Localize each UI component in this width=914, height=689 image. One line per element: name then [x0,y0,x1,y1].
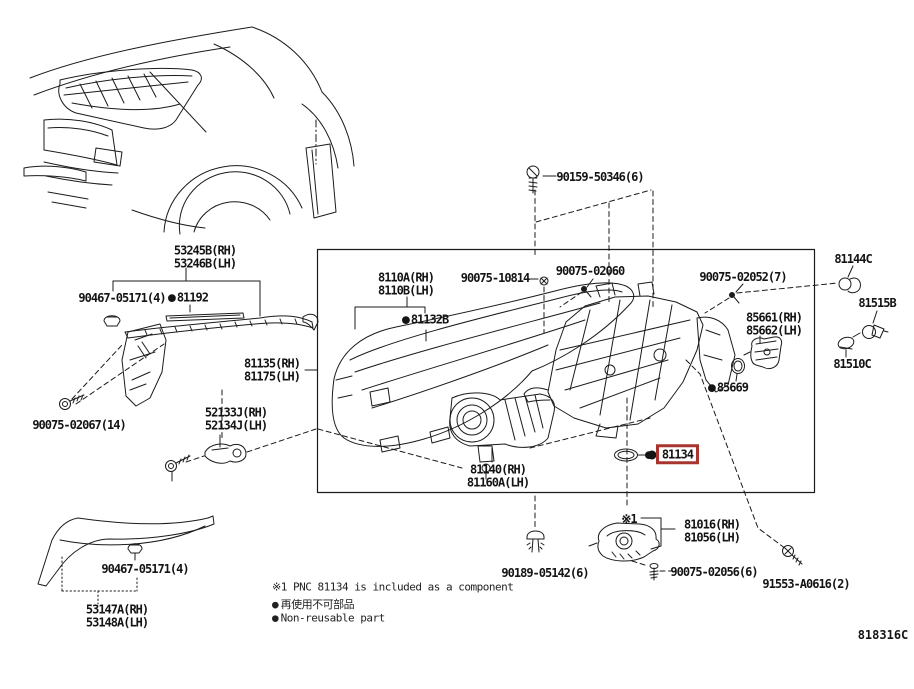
clip-icon-90189 [526,530,545,553]
part-callout-53245b[interactable]: 53245B(RH) 53246B(LH) [173,243,237,270]
part-callout-81016[interactable]: 81016(RH) 81056(LH) [683,517,741,544]
part-callout-81510c[interactable]: 81510C [833,356,871,371]
highlighted-part-number: 81134 [655,444,699,465]
non-reusable-bullet-icon: ● [272,611,279,625]
part-callout-90189-05142[interactable]: 90189-05142(6) [501,565,589,580]
non-reusable-bullet-icon: ● [645,447,653,463]
retainer-bracket-drawing [121,312,319,407]
part-callout-52133j[interactable]: 52133J(RH) 52134J(LH) [204,405,268,432]
oring-81134-drawing [614,448,638,462]
part-callout-81515b[interactable]: 81515B [858,295,896,310]
headlamp-housing-drawing [523,281,736,439]
part-callout-81192[interactable]: ●81192 [168,290,209,306]
clamp-drawing [204,443,247,464]
part-callout-91553-a0616[interactable]: 91553-A0616(2) [762,576,850,591]
legend-note-component: ※1 PNC 81134 is included as a component [272,580,514,594]
screw-icon-02067-14 [59,394,85,410]
ecu-drawing [588,522,660,562]
part-callout-8110a[interactable]: 8110A(RH) 8110B(LH) [377,270,435,297]
part-callout-90075-02060[interactable]: 90075-02060 [555,263,625,278]
part-callout-81135[interactable]: 81135(RH) 81175(LH) [243,356,301,383]
ref-marker-1: ※1 [621,511,637,526]
car-illustration [23,26,355,235]
bulb-socket-drawings [837,277,889,350]
main-box [316,248,816,494]
part-callout-90075-10814[interactable]: 90075-10814 [460,270,530,285]
part-callout-53147a[interactable]: 53147A(RH) 53148A(LH) [85,602,149,629]
part-callout-90467-bottom[interactable]: 90467-05171(4) [101,561,189,576]
part-callout-90075-02056[interactable]: 90075-02056(6) [670,564,758,579]
part-callout-90075-02067-14[interactable]: 90075-02067(14) [32,417,126,432]
non-reusable-bullet-icon: ● [168,290,176,306]
leveling-motor-drawing [731,336,783,374]
fog-lamp-drawing [449,392,555,480]
part-callout-81144c[interactable]: 81144C [834,251,872,266]
part-callout-85669[interactable]: ●85669 [708,380,749,396]
part-callout-85661[interactable]: 85661(RH) 85662(LH) [745,310,803,337]
screw-icon-02056 [649,563,659,581]
part-callout-81140[interactable]: 81140(RH) 81160A(LH) [466,462,530,489]
screw-icon-90159 [526,165,540,194]
pin-icon-02060 [581,286,592,298]
leader-lines [112,175,878,561]
screw-icon-91553 [782,545,803,566]
pin-icon-02052 [729,292,740,304]
legend-note-jp: ●再使用不可部品 [272,598,355,611]
part-callout-90159-50346[interactable]: 90159-50346(6) [556,169,644,184]
non-reusable-bullet-icon: ● [272,598,279,611]
headlamp-lens-drawing [331,282,635,453]
screw-icon-02067-4 [165,454,191,472]
screw-icon-10814 [539,276,549,286]
diagram-code: 818316C [857,628,909,642]
legend-note-en: ●Non-reusable part [272,611,385,625]
clip-icon-90467-top [103,315,121,327]
construction-lines [71,189,839,572]
non-reusable-bullet-icon: ● [402,312,410,328]
part-callout-90075-02052[interactable]: 90075-02052(7) [699,269,787,284]
part-callout-81132b[interactable]: ●81132B [402,312,449,328]
part-callout-90467-top[interactable]: 90467-05171(4) [78,290,166,305]
seal-drawing [37,515,215,587]
dotted-bracket-lines [61,556,138,605]
clip-icon-90467-bottom [127,543,143,554]
part-callout-81134-highlighted[interactable]: ●81134 [645,444,699,465]
non-reusable-bullet-icon: ● [708,380,716,396]
